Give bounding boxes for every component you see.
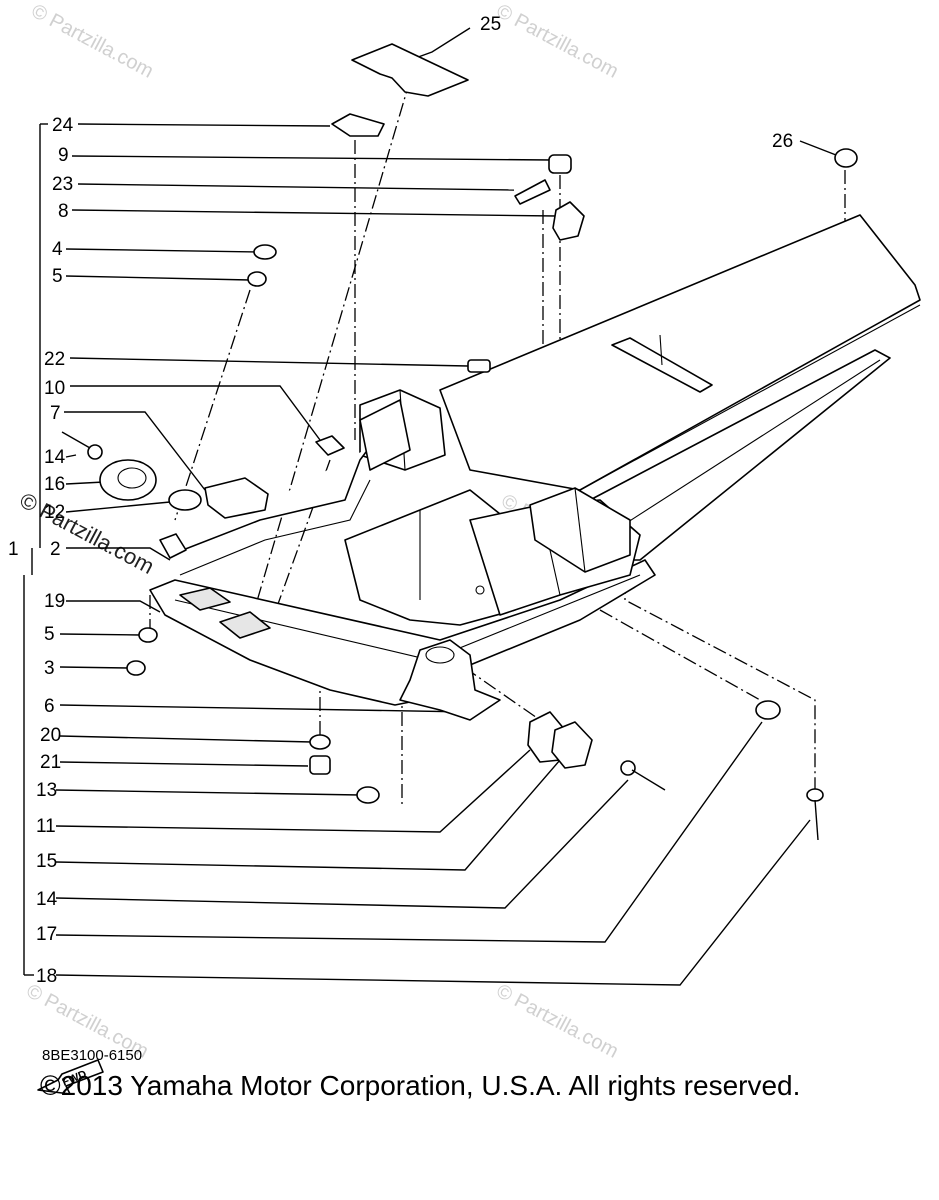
front-pad-a [179, 587, 231, 611]
copyright-notice: ©2013 Yamaha Motor Corporation, U.S.A. A… [40, 1070, 801, 1101]
callout-17: 17 [36, 924, 57, 945]
part-10-block [315, 435, 345, 456]
part-14-bolt-top [61, 431, 103, 460]
callout-14-bottom: 14 [36, 889, 58, 910]
parts [61, 43, 858, 841]
part-17-cap [755, 700, 781, 720]
watermark-dark: © Partzilla.com [16, 487, 159, 579]
deck-plate [439, 214, 921, 491]
part-18-rivet [806, 788, 824, 841]
callout-2: 2 [50, 539, 61, 560]
fwd-arrow-icon: FWD [37, 1059, 104, 1095]
part-4-grommet [253, 244, 277, 260]
watermark-top-right: © Partzilla.com [493, 0, 622, 83]
callout-7: 7 [50, 403, 61, 424]
part-14-bolt-bottom [620, 760, 666, 791]
front-pad-b [219, 611, 271, 639]
callout-13: 13 [36, 780, 57, 801]
part-16-gasket [99, 459, 157, 501]
side-box-left [359, 399, 411, 471]
part-13-washer [356, 786, 380, 804]
callout-26: 26 [772, 131, 793, 152]
watermark-bottom-right: © Partzilla.com [493, 980, 622, 1063]
part-2-block [159, 533, 187, 559]
callout-3: 3 [44, 658, 55, 679]
callout-14-top: 14 [44, 447, 66, 468]
part-22-block [467, 359, 491, 373]
part-20-grommet [309, 734, 331, 750]
callout-bracket [23, 123, 48, 976]
callout-22: 22 [44, 349, 65, 370]
callout-8: 8 [58, 201, 69, 222]
part-26-cap [834, 148, 858, 168]
part-8-bracket [552, 201, 585, 241]
callout-10: 10 [44, 378, 65, 399]
part-7-plate [204, 477, 269, 519]
callout-21: 21 [40, 752, 61, 773]
callout-9: 9 [58, 145, 69, 166]
part-23-wedge [514, 179, 551, 205]
part-21-nut [309, 755, 331, 775]
part-24-pad [331, 113, 385, 137]
callout-5-bottom: 5 [44, 624, 55, 645]
callout-6: 6 [44, 696, 55, 717]
catalog-number: 8BE3100-6150 [42, 1047, 143, 1064]
callout-23: 23 [52, 174, 73, 195]
part-12-mount [168, 489, 202, 511]
part-3-grommet [126, 660, 146, 676]
callout-4: 4 [52, 239, 63, 260]
callout-15: 15 [36, 851, 57, 872]
pivot-bracket [399, 639, 501, 721]
part-9-nut [548, 154, 572, 174]
hull-frame [149, 214, 921, 721]
callout-24: 24 [52, 115, 74, 136]
callout-11: 11 [36, 816, 56, 837]
callout-18: 18 [36, 966, 57, 987]
callout-20: 20 [40, 725, 61, 746]
callout-5-top: 5 [52, 266, 63, 287]
part-25-pad [351, 43, 469, 97]
callout-16: 16 [44, 474, 65, 495]
callout-1: 1 [8, 539, 19, 560]
part-5-collar-bottom [138, 627, 158, 643]
watermark-top-left: © Partzilla.com [28, 0, 157, 83]
callout-19: 19 [44, 591, 65, 612]
leader-lines [55, 27, 837, 986]
part-15-plate [551, 721, 593, 769]
callout-12: 12 [44, 502, 65, 523]
callout-labels: 25 24 9 23 8 26 4 5 22 10 7 14 16 12 1 2… [8, 14, 793, 987]
part-5-collar-top [247, 271, 267, 287]
frame-pan [149, 559, 656, 706]
callout-25: 25 [480, 14, 501, 35]
